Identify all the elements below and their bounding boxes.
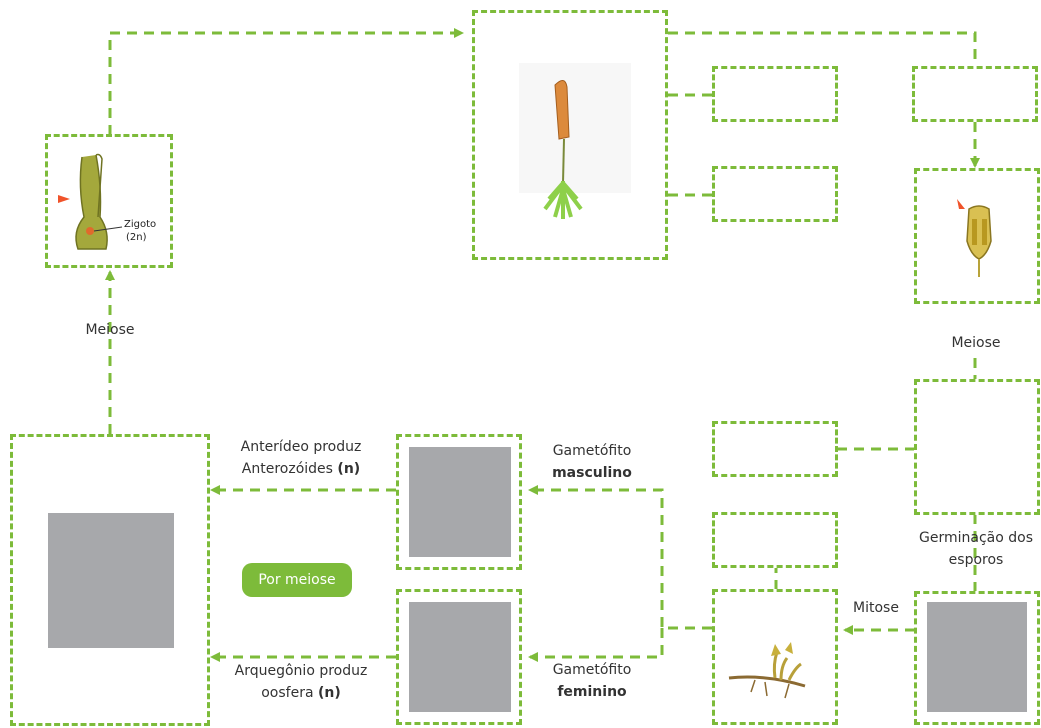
- female-gametophyte-label: Gametófito feminino: [552, 662, 632, 700]
- spores-image-placeholder: [927, 602, 1027, 712]
- meiose-right-label: Meiose: [951, 335, 1001, 351]
- female-gametophyte-box: [396, 589, 522, 725]
- male-gametophyte-label: Gametófito masculino: [552, 443, 632, 481]
- capsule-illustration: [957, 199, 992, 277]
- capsule-label-box: [712, 66, 838, 122]
- zygote-box: Zigoto (2n): [45, 134, 173, 268]
- fertilization-placeholder: [48, 513, 174, 648]
- spores-box: [914, 591, 1040, 725]
- fertilization-box: [10, 434, 210, 726]
- spore-germination-label: Germinação dos esporos: [919, 530, 1033, 568]
- meiose-left-label: Meiose: [85, 322, 135, 338]
- spore-release-box: [914, 379, 1040, 515]
- male-gametophyte-placeholder: [409, 447, 511, 557]
- archegonium-illustration: [58, 153, 123, 250]
- sporophyte-box: [472, 10, 668, 260]
- capsule-box: [914, 168, 1040, 304]
- zygote-ploidy: (2n): [126, 232, 147, 243]
- sporophyte-label-box: [912, 66, 1038, 122]
- stalk-label-box: [712, 166, 838, 222]
- zygote-label: Zigoto: [124, 219, 157, 230]
- protonema-label-box: [712, 512, 838, 568]
- sporophyte-illustration: [519, 63, 631, 219]
- protonema-box: [712, 589, 838, 725]
- protonema-illustration: [728, 642, 806, 699]
- por-meiose-button[interactable]: Por meiose: [242, 563, 352, 597]
- antheridium-label: Anterídeo produz Anterozóides (n): [240, 439, 362, 477]
- spore-label-box: [712, 421, 838, 477]
- archegonium-label: Arquegônio produz oosfera (n): [234, 663, 368, 701]
- mitose-label: Mitose: [853, 600, 899, 616]
- female-gametophyte-placeholder: [409, 602, 511, 712]
- male-gametophyte-box: [396, 434, 522, 570]
